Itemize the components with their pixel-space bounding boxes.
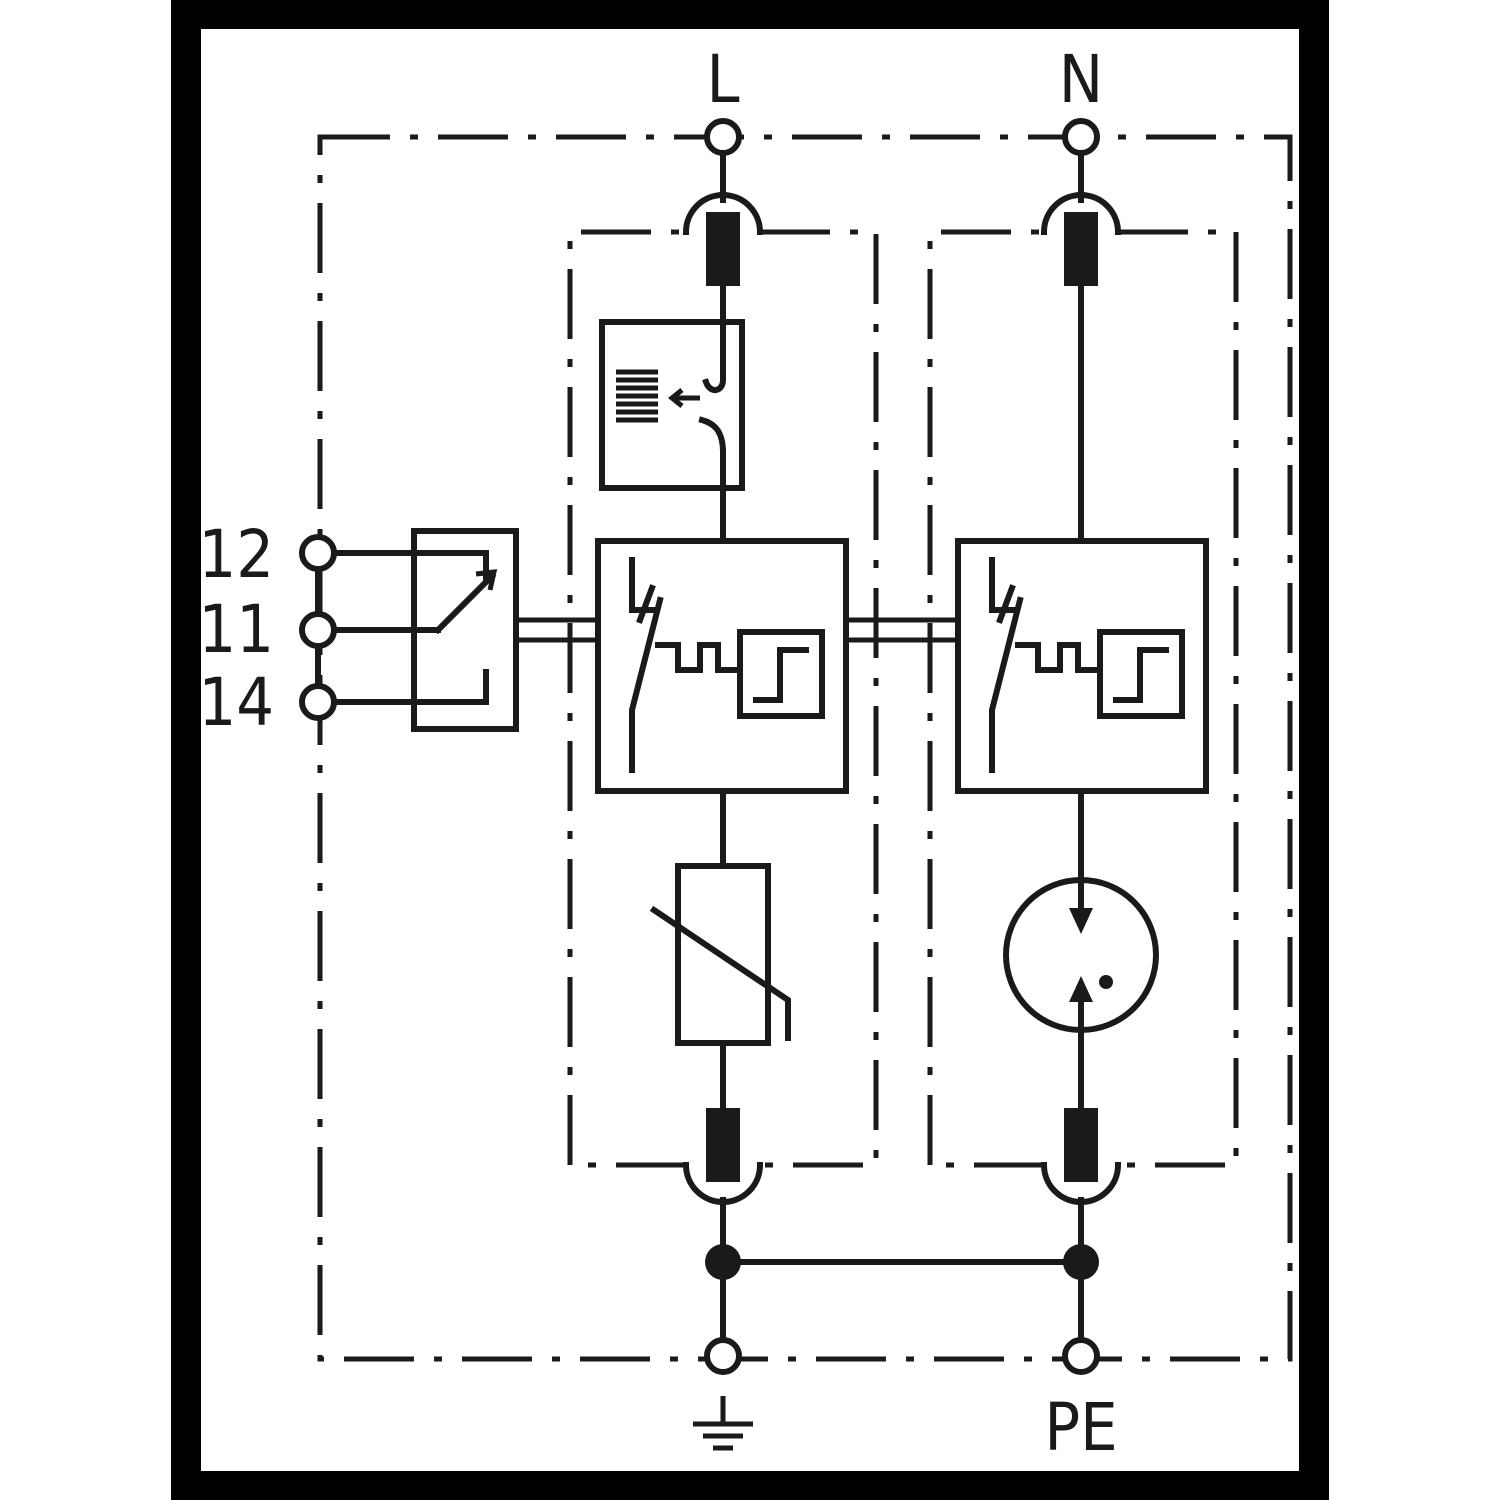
- spark-gap-dot: [1099, 975, 1113, 989]
- disconnector-lower-contact: [698, 416, 726, 491]
- module-right-outline-left: [927, 229, 1044, 1165]
- earth-ground-icon: [693, 1396, 753, 1451]
- disconnector-upper-contact: [702, 319, 726, 393]
- disconnector-box: [599, 319, 745, 491]
- outer-frame: [171, 0, 1329, 1500]
- housing-outline: [317, 134, 1293, 1362]
- switch-icon-left: [629, 557, 664, 773]
- terminal-11: [299, 611, 337, 649]
- label-contact-14: 14: [198, 664, 274, 741]
- step-icon-left: [753, 647, 809, 703]
- coupling-left: [516, 617, 598, 643]
- mech-link-left: [655, 642, 743, 673]
- contact-block-top-right: [1064, 212, 1098, 286]
- varistor-body: [675, 863, 771, 1046]
- module-right-outline-right: [1118, 229, 1239, 1168]
- label-contact-11: 11: [198, 591, 274, 668]
- terminal-14: [299, 683, 337, 721]
- terminal-12: [299, 534, 337, 572]
- terminal-earth: [704, 1337, 742, 1375]
- monitor-module-right: [955, 538, 1209, 794]
- indicator-box-left: [737, 629, 825, 719]
- label-contact-12: 12: [198, 516, 274, 593]
- contact-block-bottom-left: [706, 1108, 740, 1182]
- contact-12-inner: [411, 550, 489, 583]
- terminal-l: [704, 118, 742, 156]
- label-l: L: [706, 41, 739, 118]
- step-icon-right: [1113, 647, 1169, 703]
- mech-link-right: [1015, 642, 1103, 673]
- varistor-slash: [649, 905, 791, 1041]
- junction-dot-right: [1063, 1244, 1099, 1280]
- indicator-box-right: [1097, 629, 1185, 719]
- heat-coil-icon: [616, 369, 658, 423]
- terminal-pe: [1062, 1337, 1100, 1375]
- arrow-left-icon: [667, 388, 700, 408]
- monitor-module-left: [595, 538, 849, 794]
- spark-gap-arrow-down-icon: [1069, 908, 1093, 934]
- junction-dot-left: [705, 1244, 741, 1280]
- contact-lever: [433, 571, 497, 635]
- switch-icon-right: [989, 557, 1024, 773]
- contact-block-top-left: [706, 212, 740, 286]
- label-pe: PE: [1044, 1389, 1117, 1466]
- module-left-outline-left: [567, 229, 686, 1165]
- terminal-n: [1062, 118, 1100, 156]
- contact-block-bottom-right: [1064, 1108, 1098, 1182]
- contact-arrow-icon: [475, 569, 498, 591]
- label-n: N: [1059, 41, 1103, 118]
- coupling-middle: [846, 617, 958, 643]
- module-left-outline-right: [760, 229, 879, 1168]
- spark-gap-arrow-up-icon: [1069, 976, 1093, 1002]
